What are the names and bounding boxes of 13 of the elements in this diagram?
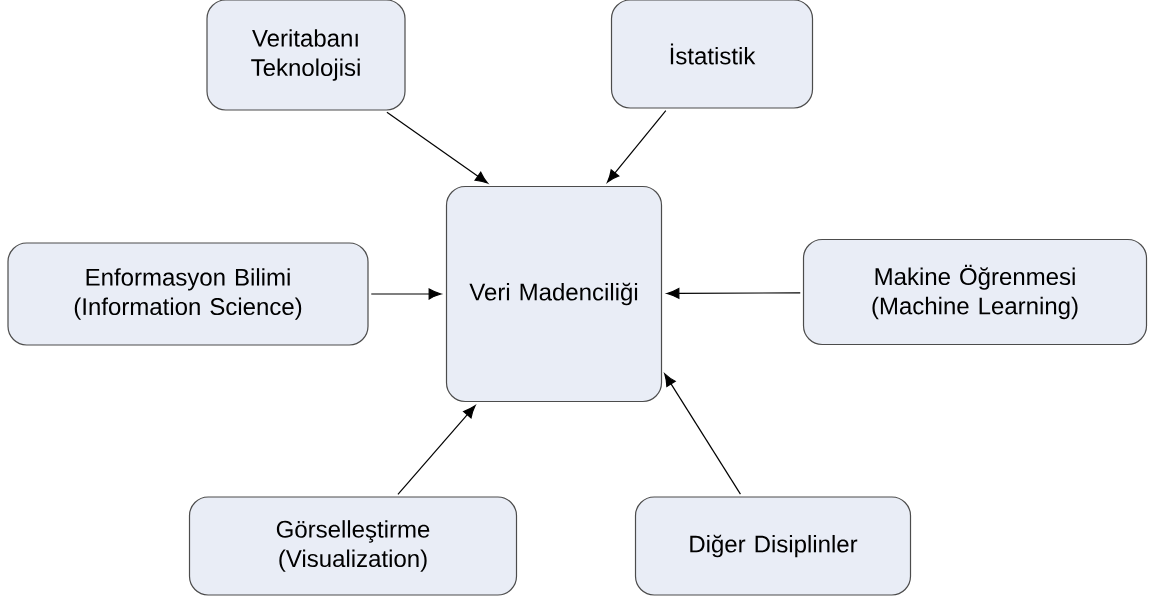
process-box: Diğer Disiplinler	[634, 496, 912, 596]
arrow	[370, 288, 442, 300]
process-box: Enformasyon Bilimi (Information Science)	[7, 242, 369, 346]
process-box: İstatistik	[610, 0, 814, 109]
process-box: Makine Öğrenmesi (Machine Learning)	[802, 238, 1148, 346]
arrow	[606, 110, 667, 183]
process-box: Veritabanı Teknolojisi	[206, 0, 406, 111]
arrow	[664, 373, 742, 495]
arrow	[386, 111, 489, 184]
arrow	[397, 405, 476, 495]
process-box: Görselleştirme (Visualization)	[188, 496, 518, 596]
process-box: Veri Madenciliği	[445, 185, 663, 403]
arrow	[666, 287, 801, 299]
